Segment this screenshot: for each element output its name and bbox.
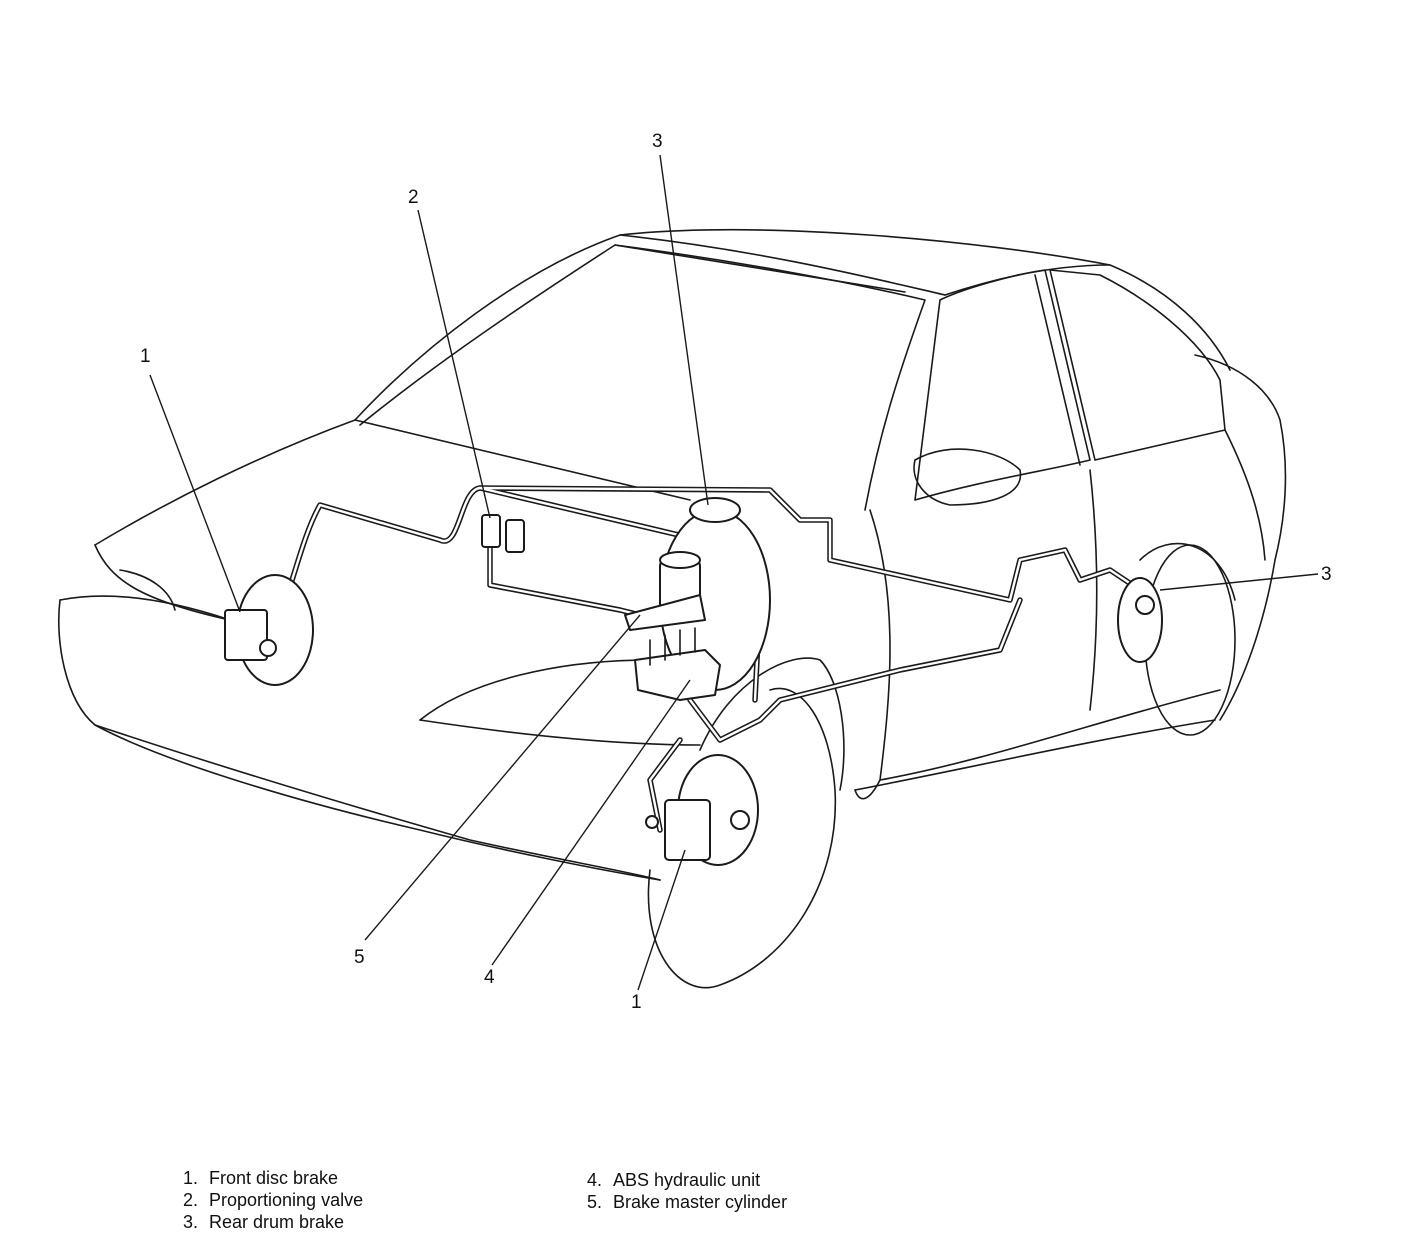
callout-front-disc-brake-left: 1	[140, 346, 151, 367]
legend-label: ABS hydraulic unit	[613, 1170, 761, 1190]
leader-lines	[149, 154, 1319, 991]
callout-proportioning-valve: 2	[408, 187, 419, 208]
abs-hydraulic-unit	[634, 627, 721, 701]
legend-label: Proportioning valve	[209, 1190, 364, 1210]
front-disc-brake-right	[645, 754, 759, 866]
legend-label: Front disc brake	[209, 1168, 339, 1188]
front-disc-brake-left	[224, 574, 314, 686]
callout-rear-drum-brake-right: 3	[1321, 564, 1332, 585]
callout-front-disc-brake-right: 1	[631, 992, 642, 1013]
callout-brake-master-cylinder: 5	[354, 947, 365, 968]
brake-master-cylinder	[624, 551, 706, 631]
car-body-outline	[57, 229, 1287, 989]
legend-item-rear-drum-brake: 3. Rear drum brake	[183, 1211, 344, 1233]
legend-label: Rear drum brake	[209, 1212, 345, 1232]
callout-rear-drum-brake-top: 3	[652, 131, 663, 152]
legend-number: 3.	[183, 1212, 199, 1232]
proportioning-valve	[481, 514, 525, 553]
rear-drum-brake	[1117, 577, 1163, 663]
legend-label: Brake master cylinder	[613, 1192, 788, 1212]
legend-number: 2.	[183, 1190, 199, 1210]
legend-item-front-disc-brake: 1. Front disc brake	[183, 1167, 338, 1189]
legend-number: 5.	[587, 1192, 603, 1212]
legend-item-proportioning-valve: 2. Proportioning valve	[183, 1189, 363, 1211]
legend-number: 4.	[587, 1170, 603, 1190]
legend-item-brake-master-cylinder: 5. Brake master cylinder	[587, 1191, 787, 1213]
legend-item-abs-hydraulic-unit: 4. ABS hydraulic unit	[587, 1169, 760, 1191]
legend-number: 1.	[183, 1168, 199, 1188]
callout-abs-hydraulic-unit: 4	[484, 967, 495, 988]
